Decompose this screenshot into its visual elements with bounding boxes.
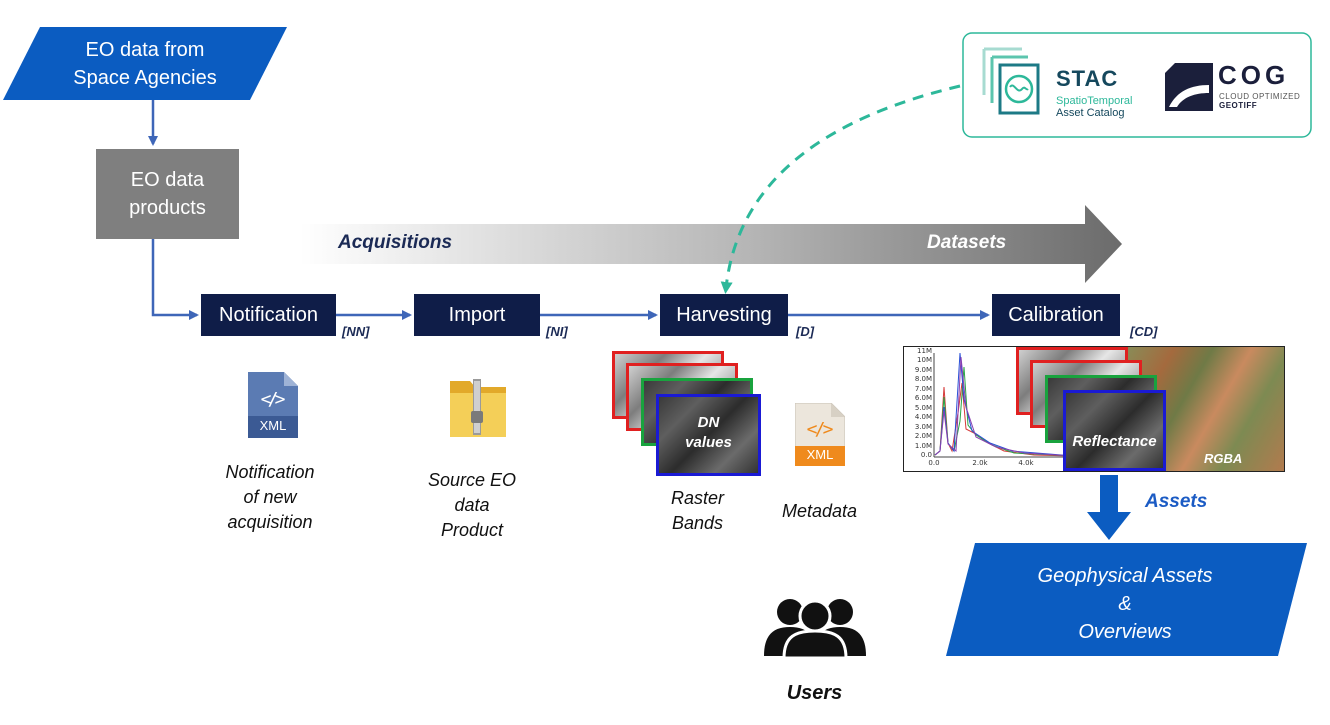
histogram-y-tick: 11M: [917, 347, 932, 355]
tag-notification: [NN]: [342, 324, 370, 339]
dn-values-line-2: values: [685, 434, 732, 451]
connector-products-notification: [151, 239, 199, 320]
xml-file-label: XML: [259, 418, 287, 433]
products-box: [96, 149, 239, 239]
cog-logo-icon: [1165, 63, 1213, 116]
source-line-2: Space Agencies: [73, 67, 217, 89]
dn-values-label: DN values: [659, 413, 758, 453]
histogram-y-tick: 4.0M: [914, 413, 932, 422]
flow-label-datasets: Datasets: [927, 232, 1007, 253]
svg-text:/: /: [815, 419, 826, 440]
histogram-red-curve: [934, 382, 1075, 457]
stac-subtitle-line-1: SpatioTemporal: [1056, 95, 1133, 107]
band-blue: DN values: [656, 394, 761, 476]
output-label: Geophysical Assets & Overviews: [975, 562, 1275, 646]
source-label: EO data from Space Agencies: [40, 36, 250, 92]
histogram-y-tick: 9.0M: [914, 365, 932, 374]
assets-arrow: [1087, 475, 1131, 540]
output-line-2: &: [1118, 593, 1132, 615]
stac-subtitle-line-2: Asset Catalog: [1056, 107, 1125, 119]
flow-label-acquisitions: Acquisitions: [338, 232, 453, 253]
caption-import: Source EO data Product: [412, 468, 532, 543]
histogram-y-tick: 2.0M: [914, 432, 932, 441]
cog-subtitle-line-1: CLOUD OPTIMIZED: [1219, 92, 1301, 101]
tag-calibration: [CD]: [1130, 324, 1158, 339]
output-line-1: Geophysical Assets: [1037, 565, 1213, 587]
products-line-2: products: [129, 197, 206, 219]
users-icon: [760, 596, 870, 663]
caption-notification-line-1: Notification: [225, 462, 315, 482]
tag-harvesting: [D]: [796, 324, 815, 339]
stage-import: Import: [414, 294, 540, 336]
users-label: Users: [786, 682, 843, 704]
histogram-y-tick: 8.0M: [914, 375, 932, 384]
cog-subtitle: CLOUD OPTIMIZED GEOTIFF: [1219, 92, 1300, 110]
metadata-xml-icon: < / > XML: [794, 402, 846, 467]
dn-values-line-1: DN: [697, 414, 720, 431]
cog-title: COG: [1218, 60, 1290, 90]
tag-import: [NI]: [546, 324, 568, 339]
products-label: EO data products: [96, 166, 239, 222]
svg-text:<: <: [261, 389, 272, 410]
stac-link-curve: [720, 84, 961, 294]
histogram-y-tick: 10M: [917, 356, 932, 365]
stage-notification: Notification: [201, 294, 336, 336]
histogram-x-tick: 2.0k: [972, 459, 988, 467]
flow-arrow: [300, 205, 1122, 283]
source-line-1: EO data from: [85, 39, 205, 61]
caption-metadata: Metadata: [781, 501, 858, 521]
stage-harvesting: Harvesting: [660, 294, 788, 336]
products-line-1: EO data: [130, 169, 205, 191]
histogram-x-tick: 0.0: [928, 459, 940, 467]
caption-notification: Notification of new acquisition: [205, 460, 335, 535]
rgba-label: RGBA: [1204, 451, 1243, 466]
calib-band-blue: Reflectance: [1063, 390, 1166, 471]
svg-text:>: >: [823, 419, 834, 440]
caption-raster-line-2: Bands: [671, 513, 724, 533]
svg-text:/: /: [268, 389, 279, 410]
caption-import-line-1: Source EO: [427, 470, 517, 490]
caption-raster-line-1: Raster: [670, 488, 724, 508]
source-shape: [3, 27, 287, 100]
zip-folder-icon: [448, 375, 512, 446]
histogram-x-tick: 4.0k: [1018, 459, 1034, 467]
logos-frame: [962, 32, 1312, 138]
svg-text:>: >: [275, 389, 286, 410]
metadata-xml-label: XML: [806, 447, 834, 462]
stac-subtitle: SpatioTemporal Asset Catalog: [1056, 95, 1132, 119]
output-line-3: Overviews: [1078, 621, 1172, 643]
stac-logo-icon: [982, 45, 1042, 119]
caption-import-line-3: Product: [440, 520, 504, 540]
histogram-y-tick: 5.0M: [914, 403, 932, 412]
histogram-y-tick: 6.0M: [914, 394, 932, 403]
caption-raster: Raster Bands: [655, 486, 740, 536]
reflectance-label: Reflectance: [1072, 433, 1157, 450]
histogram-y-tick: 3.0M: [914, 422, 932, 431]
caption-notification-line-2: of new: [243, 487, 297, 507]
stage-calibration: Calibration: [992, 294, 1120, 336]
histogram-y-tick: 0.0: [920, 451, 932, 459]
assets-label: Assets: [1145, 491, 1208, 512]
histogram-y-tick: 7.0M: [914, 384, 932, 393]
histogram-y-tick: 1.0M: [914, 441, 932, 450]
caption-import-line-2: data: [454, 495, 490, 515]
output-shape: [946, 543, 1307, 656]
xml-file-icon: < / > XML: [248, 372, 298, 438]
svg-text:<: <: [807, 419, 818, 440]
cog-subtitle-line-2: GEOTIFF: [1219, 101, 1258, 110]
histogram-purple-curve: [934, 356, 1075, 457]
caption-notification-line-3: acquisition: [227, 512, 313, 532]
stac-title: STAC: [1056, 66, 1119, 91]
histogram-chart: [933, 352, 1076, 458]
